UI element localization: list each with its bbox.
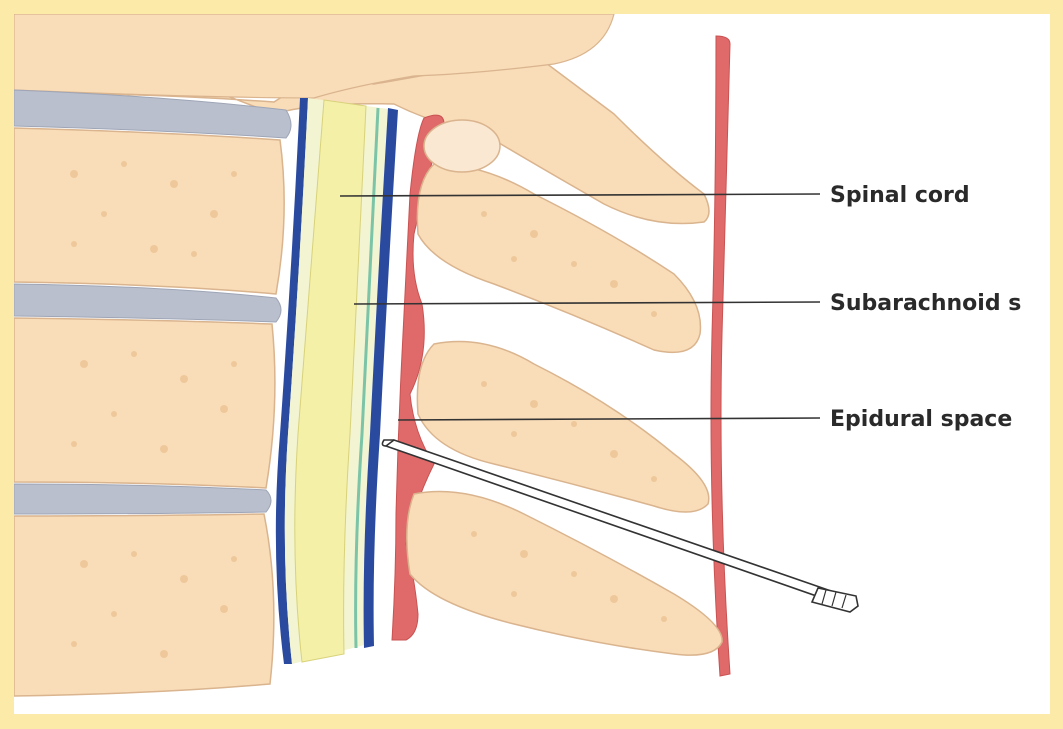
diagram-panel: Spinal cord Subarachnoid s Epidural spac… — [14, 14, 1050, 714]
subarachnoid-leader — [354, 302, 820, 304]
spine-epidural-diagram: Spinal cord Subarachnoid s Epidural spac… — [14, 14, 1050, 714]
label-epidural-space: Epidural space — [830, 407, 1012, 432]
lamina-2 — [417, 342, 708, 513]
needle-hub — [812, 588, 858, 612]
vertebral-body-1 — [14, 128, 284, 294]
lamina-3 — [407, 492, 722, 656]
supraspinous-ligament — [711, 36, 730, 676]
vertebral-body-3 — [14, 514, 274, 696]
vertebral-body-2 — [14, 318, 275, 488]
intervertebral-disc-3 — [14, 484, 271, 514]
articular-process — [424, 120, 500, 172]
label-spinal-cord: Spinal cord — [830, 183, 970, 208]
label-subarachnoid: Subarachnoid s — [830, 291, 1021, 316]
